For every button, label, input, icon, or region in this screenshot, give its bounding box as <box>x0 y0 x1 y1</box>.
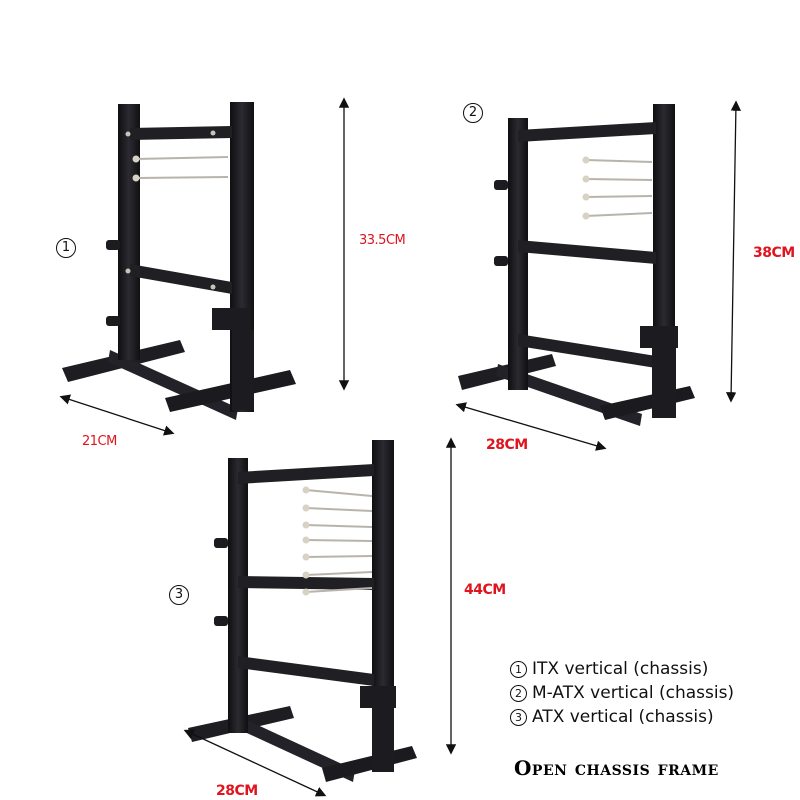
legend-marker: 3 <box>510 709 527 726</box>
height-label-3: 44CM <box>464 582 506 598</box>
frame-2-matx <box>458 104 695 426</box>
legend-marker: 1 <box>510 661 527 678</box>
width-label-3: 28CM <box>216 783 258 799</box>
frame-1-itx <box>62 102 296 420</box>
badge-1: 1 <box>56 238 76 258</box>
legend-item: 1 ITX vertical (chassis) <box>510 657 734 681</box>
legend-label: ATX vertical (chassis) <box>532 707 714 727</box>
width-label-2: 28CM <box>486 437 528 453</box>
legend: 1 ITX vertical (chassis) 2 M-ATX vertical … <box>510 657 734 729</box>
width-label-1: 21CM <box>82 434 117 449</box>
dimension-arrows <box>59 97 742 797</box>
legend-item: 3 ATX vertical (chassis) <box>510 705 734 729</box>
width-arrow-1 <box>59 394 175 436</box>
height-label-1: 33.5CM <box>359 233 406 248</box>
legend-item: 2 M-ATX vertical (chassis) <box>510 681 734 705</box>
height-arrow-2 <box>725 100 742 403</box>
legend-marker: 2 <box>510 685 527 702</box>
legend-label: ITX vertical (chassis) <box>532 659 709 679</box>
caption-title: Open chassis frame <box>514 756 719 780</box>
legend-label: M-ATX vertical (chassis) <box>532 683 735 703</box>
badge-3: 3 <box>169 585 189 605</box>
frame-3-atx <box>188 440 417 782</box>
width-arrow-2 <box>455 402 607 451</box>
width-arrow-3 <box>183 729 327 797</box>
badge-2: 2 <box>463 103 483 123</box>
height-label-2: 38CM <box>753 245 795 261</box>
